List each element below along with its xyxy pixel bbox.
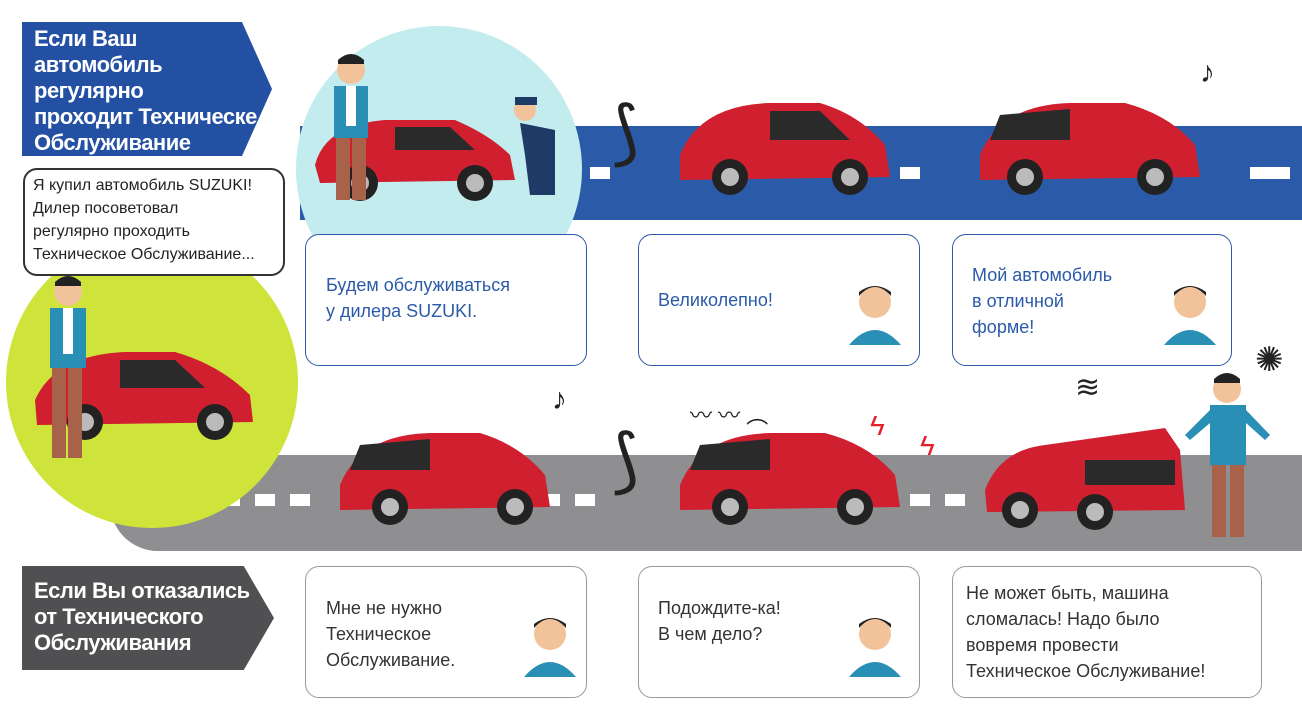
- dialog-bubble: [305, 234, 587, 366]
- smoke-icon: ≋: [1075, 371, 1101, 404]
- person-icon: [334, 54, 368, 200]
- top-banner: [22, 22, 272, 156]
- person-icon: [1185, 373, 1270, 537]
- dialog-text: Мой автомобиль в отличной форме!: [972, 265, 1113, 337]
- scene-separator: ⟆: [612, 421, 640, 499]
- car-icon: [35, 352, 253, 440]
- bottom-banner: [22, 566, 274, 670]
- driver-face-icon: [1164, 286, 1216, 345]
- wiggle-lines: 〰 〰 ︵: [690, 403, 769, 428]
- mechanic-icon: [514, 97, 555, 195]
- scene-separator: ⟆: [612, 93, 640, 171]
- dialog-text: Не может быть, машина сломалась! Надо бы…: [966, 583, 1206, 681]
- bottom-banner-text: Если Вы отказались от Технического Обслу…: [34, 578, 250, 655]
- dialog-text: Мне не нужно Техническое Обслуживание.: [326, 598, 456, 670]
- spark-icon: ϟ: [920, 430, 935, 461]
- dialog-text: Будем обслуживаться у дилера SUZUKI.: [326, 275, 510, 321]
- top-banner-text: Если Ваш автомобиль регулярно проходит Т…: [34, 26, 257, 155]
- music-note-icon: ♪: [1200, 56, 1215, 89]
- car-icon: [340, 433, 550, 525]
- intro-speech-text: Я купил автомобиль SUZUKI! Дилер посовет…: [33, 177, 255, 263]
- dialog-bubble: [952, 566, 1262, 698]
- frustration-icon: ✺: [1255, 341, 1284, 379]
- car-icon: [680, 433, 900, 525]
- car-icon: [980, 103, 1200, 195]
- broken-car-icon: [985, 428, 1185, 530]
- car-icon: [680, 103, 890, 195]
- person-icon: [50, 276, 86, 458]
- driver-face-icon: [849, 286, 901, 345]
- driver-face-icon: [524, 618, 576, 677]
- driver-face-icon: [849, 618, 901, 677]
- intro-speech-bubble: [23, 168, 285, 276]
- music-note-icon: ♪: [552, 383, 567, 416]
- spark-icon: ϟ: [870, 410, 885, 441]
- dialog-text: Великолепно!: [658, 290, 773, 310]
- dialog-text: Подождите-ка! В чем дело?: [658, 598, 781, 644]
